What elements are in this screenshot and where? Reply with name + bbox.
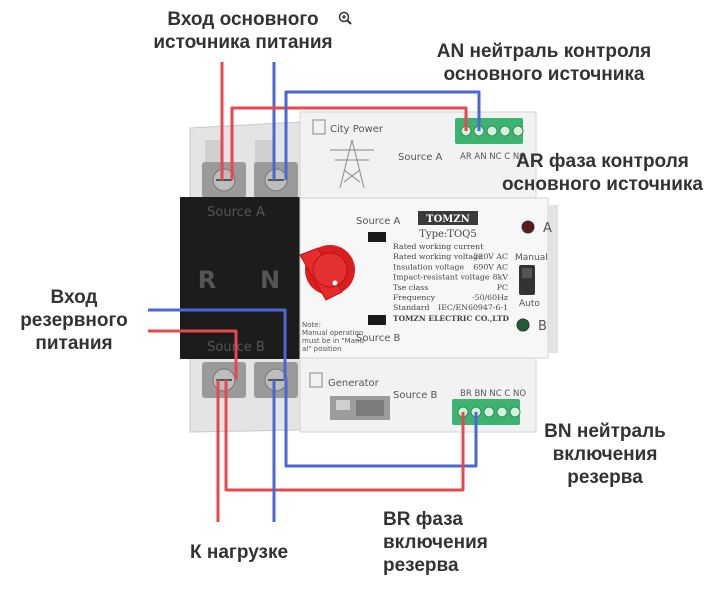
br-line-2: включения <box>383 532 488 553</box>
led-b-label: B <box>538 319 547 334</box>
power-tower-icon <box>330 139 374 189</box>
source-a-top-label: Source A <box>207 205 265 220</box>
bn-line-1: BN нейтраль <box>544 421 666 442</box>
spec-key: Impact-resistant voltage <box>393 273 490 282</box>
spec-value: -50/60Hz <box>472 293 508 302</box>
an-line-1: AN нейтраль контроля <box>436 41 652 62</box>
generator-badge <box>309 372 323 388</box>
spec-value: IEC/EN60947-6-1 <box>438 303 508 312</box>
spec-value: PC <box>497 283 508 292</box>
note-line-3: must be in "Manu- <box>302 337 367 345</box>
spec-value: 8kV <box>493 273 509 282</box>
source-a-small-label: Source A <box>398 152 443 163</box>
source-b-window <box>368 315 386 325</box>
wires <box>148 62 481 522</box>
note-line-2: Manual operation <box>302 329 363 337</box>
rotary-handle[interactable] <box>299 245 355 301</box>
city-power-label: City Power <box>330 124 384 135</box>
wire-br-phase <box>224 380 465 492</box>
ar-line-1: AR фаза контроля <box>516 151 689 172</box>
backup-line-1: Вход <box>50 287 98 308</box>
led-a-indicator <box>521 220 535 234</box>
spec-value: 220V AC <box>473 252 508 261</box>
mode-switch-knob <box>522 268 532 278</box>
wire-ar-phase <box>230 106 468 180</box>
bn-label: BN нейтраль включения резерва <box>520 420 690 489</box>
backup-line-2: резервного <box>20 310 128 331</box>
magnifier-plus-icon[interactable] <box>338 11 352 25</box>
source-a-window <box>368 232 386 242</box>
manufacturer-label: TOMZN ELECTRIC CO.,LTD <box>393 314 509 323</box>
spec-key: Standard <box>393 303 430 312</box>
led-b-indicator <box>516 318 530 332</box>
bn-line-3: резерва <box>567 467 643 488</box>
terminal-block-a <box>455 118 524 144</box>
br-line-3: резерва <box>383 555 459 576</box>
note-line-4: al" position <box>302 345 341 353</box>
brand-label: TOMZN <box>426 214 470 225</box>
backup-input-label: Вход резервного питания <box>6 286 142 355</box>
wire-an-neutral <box>284 90 481 180</box>
br-line-1: BR фаза <box>383 509 463 530</box>
pole-n-label: N <box>260 266 280 294</box>
main-input-line-2: источника питания <box>153 32 333 53</box>
load-label: К нагрузке <box>190 542 289 563</box>
led-a-label: A <box>543 221 552 236</box>
manual-label: Manual <box>515 253 548 263</box>
source-a-window-label: Source A <box>356 216 401 227</box>
backup-line-3: питания <box>35 333 113 354</box>
an-line-2: основного источника <box>443 64 645 85</box>
terminal-b-labels: BR BN NC C NO <box>460 389 526 399</box>
br-label: BR фаза включения резерва <box>383 508 488 577</box>
bn-line-2: включения <box>552 444 658 465</box>
type-label: Type:TOQ5 <box>419 229 476 240</box>
main-input-line-1: Вход основного <box>167 9 319 30</box>
wire-backup-neutral <box>148 308 287 380</box>
pole-r-label: R <box>198 266 216 294</box>
ar-line-2: основного источника <box>501 174 703 195</box>
city-power-badge <box>312 119 326 135</box>
auto-label: Auto <box>519 299 540 309</box>
spec-key: Tse class <box>393 283 428 292</box>
terminal-block-b <box>452 399 521 425</box>
source-b-small-label: Source B <box>393 390 438 401</box>
an-label: AN нейтраль контроля основного источника <box>414 40 674 86</box>
generator-label: Generator <box>328 378 380 389</box>
spec-key: Rated working current <box>393 242 484 251</box>
generator-icon <box>330 396 390 420</box>
panel-side <box>548 205 558 353</box>
spec-key: Frequency <box>393 293 436 302</box>
spec-value: 690V AC <box>473 262 508 271</box>
wire-backup-phase <box>148 329 238 380</box>
spec-key: Insulation voltage <box>393 262 464 271</box>
note-line-1: Note: <box>302 321 321 329</box>
brand-badge <box>418 211 478 225</box>
ar-label: AR фаза контроля основного источника <box>490 150 715 196</box>
source-b-window-label: Source B <box>356 333 401 344</box>
wire-bn-neutral <box>284 380 478 468</box>
terminal-a-labels: AR AN NC C NO <box>460 152 526 162</box>
spec-key: Rated working voltage <box>393 252 483 261</box>
main-input-label: Вход основного источника питания <box>140 8 346 54</box>
